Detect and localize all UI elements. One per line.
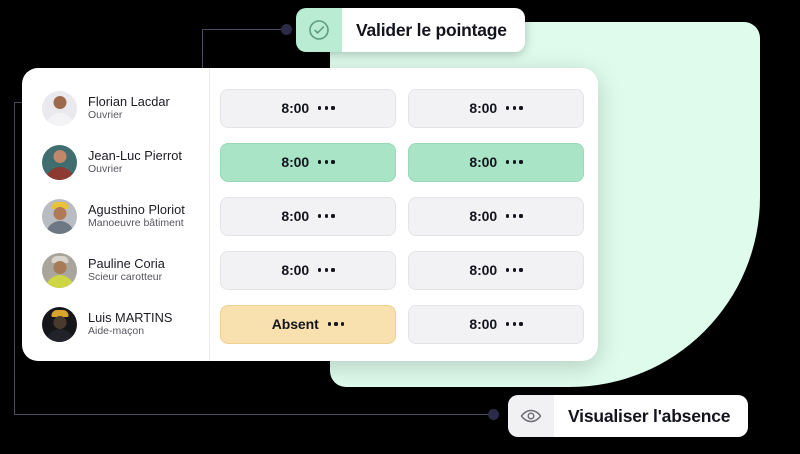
timesheet-grid: 8:00 8:00 8:00 8:00 (210, 68, 598, 361)
time-cell-value: 8:00 (469, 262, 498, 278)
ellipsis-icon[interactable] (506, 214, 523, 218)
absence-cell-value: Absent (271, 316, 319, 332)
ellipsis-icon[interactable] (506, 106, 523, 110)
time-cell-value: 8:00 (469, 208, 498, 224)
person-name: Luis MARTINS (88, 310, 173, 325)
avatar-florian-lacdar (42, 90, 77, 126)
ellipsis-icon[interactable] (506, 160, 523, 164)
person-role: Ouvrier (88, 163, 123, 175)
list-item[interactable]: Agusthino Ploriot Manoeuvre bâtiment (22, 190, 209, 242)
time-cell[interactable]: 8:00 (408, 250, 584, 290)
table-row: 8:00 8:00 (220, 244, 584, 296)
connector-line-people-vertical (14, 102, 15, 415)
person-role: Ouvrier (88, 109, 123, 121)
time-cell[interactable]: 8:00 (408, 304, 584, 344)
time-cell[interactable]: 8:00 (220, 196, 396, 236)
avatar-luis-martins (42, 306, 77, 342)
ellipsis-icon[interactable] (318, 214, 335, 218)
time-cell[interactable]: 8:00 (220, 88, 396, 128)
time-cell-value: 8:00 (281, 154, 310, 170)
table-row: 8:00 8:00 (220, 190, 584, 242)
connector-dot-absence-callout (488, 409, 499, 420)
callout-validate-pointage[interactable]: Valider le pointage (296, 8, 525, 52)
list-item[interactable]: Pauline Coria Scieur carotteur (22, 244, 209, 296)
person-role: Aide-maçon (88, 325, 145, 337)
person-name: Pauline Coria (88, 256, 165, 271)
ellipsis-icon[interactable] (318, 268, 335, 272)
ellipsis-icon[interactable] (506, 322, 523, 326)
list-item[interactable]: Florian Lacdar Ouvrier (22, 82, 209, 134)
time-cell[interactable]: 8:00 (408, 88, 584, 128)
time-cell-validated[interactable]: 8:00 (220, 142, 396, 182)
connector-line-absence-horizontal (14, 414, 493, 415)
time-cell-value: 8:00 (469, 154, 498, 170)
time-cell-value: 8:00 (281, 100, 310, 116)
callout-absence-label: Visualiser l'absence (554, 395, 749, 437)
callout-validate-label: Valider le pointage (342, 8, 525, 52)
time-cell[interactable]: 8:00 (408, 196, 584, 236)
time-cell-value: 8:00 (469, 100, 498, 116)
connector-dot-validate-callout (281, 24, 292, 35)
person-role: Manoeuvre bâtiment (88, 217, 184, 229)
ellipsis-icon[interactable] (318, 106, 335, 110)
absence-cell[interactable]: Absent (220, 304, 396, 344)
people-list: Florian Lacdar Ouvrier Jean-Luc Pierrot … (22, 68, 210, 361)
person-role: Scieur carotteur (88, 271, 163, 283)
person-name: Florian Lacdar (88, 94, 170, 109)
list-item[interactable]: Luis MARTINS Aide-maçon (22, 298, 209, 350)
time-cell[interactable]: 8:00 (220, 250, 396, 290)
person-name: Agusthino Ploriot (88, 202, 185, 217)
avatar-pauline-coria (42, 252, 77, 288)
ellipsis-icon[interactable] (506, 268, 523, 272)
time-cell-validated[interactable]: 8:00 (408, 142, 584, 182)
time-cell-value: 8:00 (281, 262, 310, 278)
timesheet-card: Florian Lacdar Ouvrier Jean-Luc Pierrot … (22, 68, 598, 361)
table-row: Absent 8:00 (220, 298, 584, 350)
table-row: 8:00 8:00 (220, 82, 584, 134)
time-cell-value: 8:00 (281, 208, 310, 224)
eye-icon (508, 395, 554, 437)
table-row: 8:00 8:00 (220, 136, 584, 188)
avatar-jean-luc-pierrot (42, 144, 77, 180)
callout-visualiser-absence[interactable]: Visualiser l'absence (508, 395, 749, 437)
avatar-agusthino-ploriot (42, 198, 77, 234)
person-name: Jean-Luc Pierrot (88, 148, 182, 163)
ellipsis-icon[interactable] (318, 160, 335, 164)
ellipsis-icon[interactable] (327, 322, 345, 326)
connector-line-validate-horizontal (202, 29, 286, 30)
list-item[interactable]: Jean-Luc Pierrot Ouvrier (22, 136, 209, 188)
time-cell-value: 8:00 (469, 316, 498, 332)
check-circle-icon (296, 8, 342, 52)
